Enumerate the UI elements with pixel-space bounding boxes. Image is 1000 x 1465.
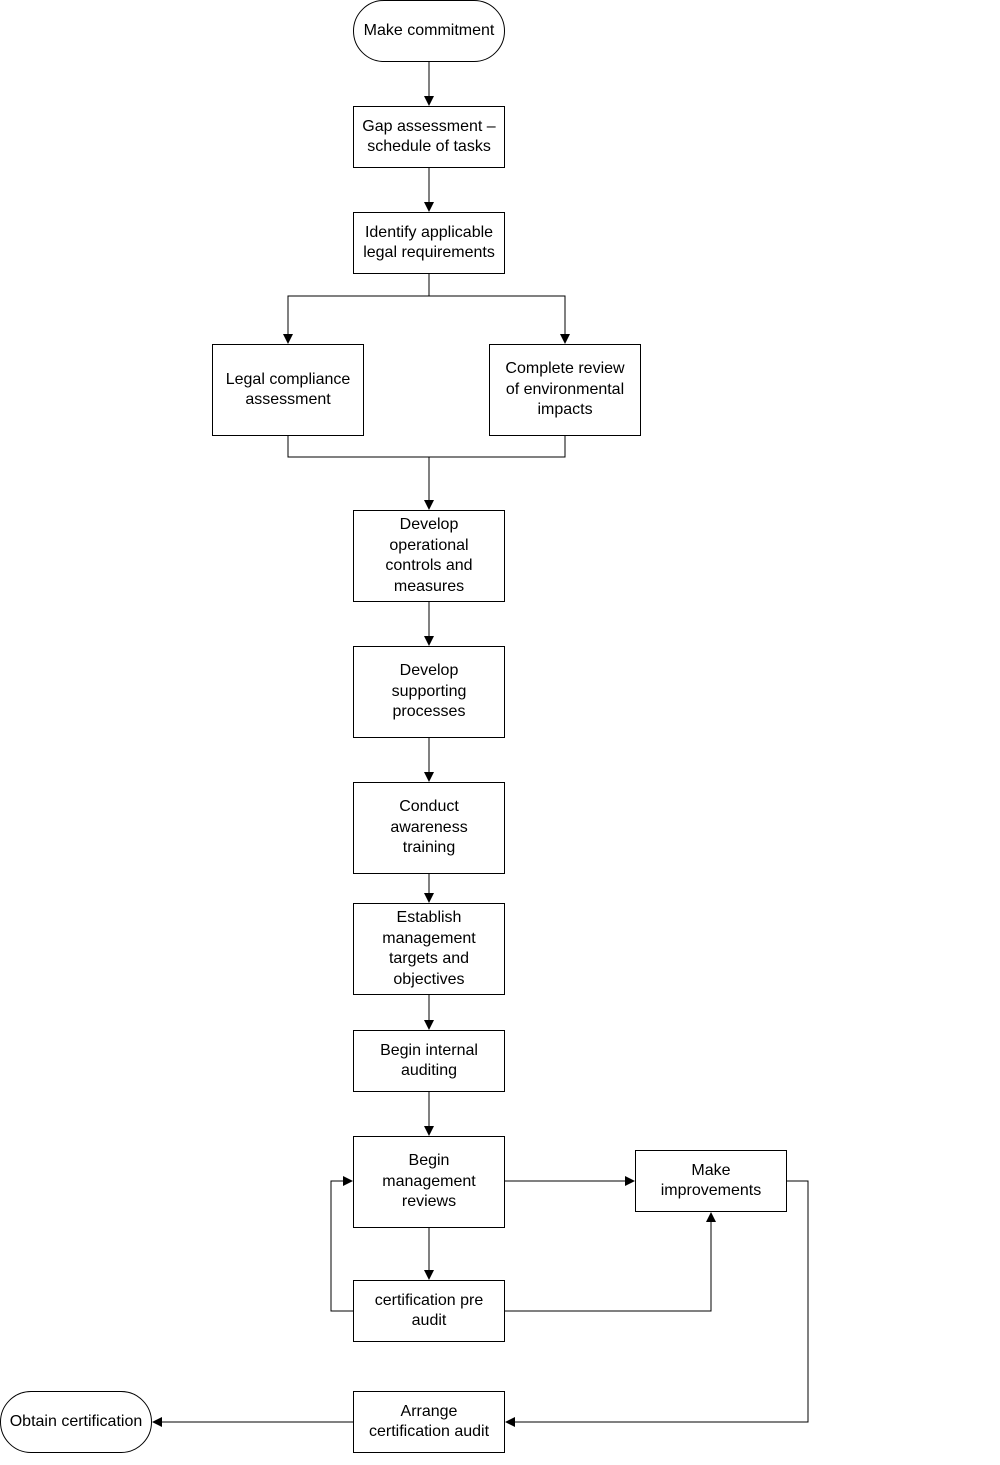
join-legal-env xyxy=(287,435,566,458)
legal-compliance-box: Legal compliance assessment xyxy=(212,344,364,436)
end-terminal: Obtain certification xyxy=(0,1391,152,1453)
certification-pre-audit-box: certification pre audit xyxy=(353,1280,505,1342)
start-terminal: Make commitment xyxy=(353,0,505,62)
operational-controls-box: Develop operational controls and measure… xyxy=(353,510,505,602)
arrow-preaudit-to-reviews xyxy=(330,1176,353,1312)
environmental-review-box: Complete review of environmental impacts xyxy=(489,344,641,436)
gap-assessment-box: Gap assessment – schedule of tasks xyxy=(353,106,505,168)
arrow-identify-to-env xyxy=(429,295,570,344)
targets-objectives-box: Establish management targets and objecti… xyxy=(353,903,505,995)
arrange-certification-audit-box: Arrange certification audit xyxy=(353,1391,505,1453)
make-improvements-box: Make improvements xyxy=(635,1150,787,1212)
arrow-preaudit-to-improvements xyxy=(505,1212,716,1312)
awareness-training-box: Conduct awareness training xyxy=(353,782,505,874)
identify-legal-requirements-box: Identify applicable legal requirements xyxy=(353,212,505,274)
arrow-identify-to-legal xyxy=(283,273,430,344)
management-reviews-box: Begin management reviews xyxy=(353,1136,505,1228)
arrow-improvements-to-arrange xyxy=(505,1180,809,1427)
supporting-processes-box: Develop supporting processes xyxy=(353,646,505,738)
internal-auditing-box: Begin internal auditing xyxy=(353,1030,505,1092)
